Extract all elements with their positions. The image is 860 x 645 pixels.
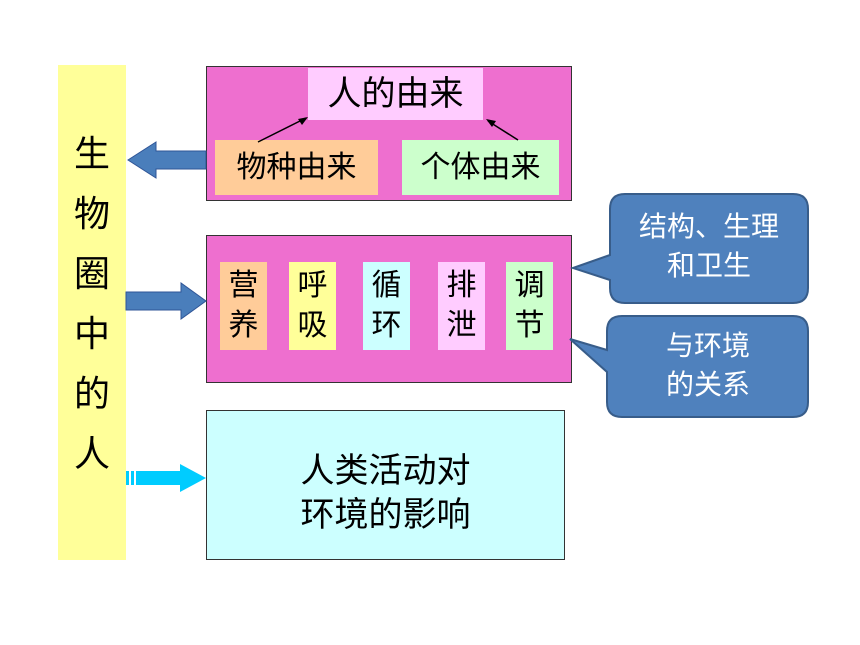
thin-arrow bbox=[486, 119, 519, 141]
system-char: 调 bbox=[514, 268, 545, 303]
impact-line: 人类活动对 bbox=[300, 451, 471, 491]
system-box-nutrition: 营 养 bbox=[220, 262, 267, 350]
system-char: 吸 bbox=[297, 308, 328, 343]
left-title-char: 圈 bbox=[73, 254, 110, 295]
system-char: 环 bbox=[371, 308, 402, 343]
left-title-bar: 生 物 圈 中 的 人 bbox=[58, 65, 126, 560]
callout-text: 与环境 bbox=[666, 329, 750, 362]
system-char: 循 bbox=[371, 268, 402, 303]
system-char: 排 bbox=[446, 268, 477, 303]
callout-text: 的关系 bbox=[666, 368, 750, 401]
system-char: 节 bbox=[514, 308, 545, 343]
system-char: 泄 bbox=[446, 308, 477, 343]
right-arrow bbox=[125, 282, 207, 320]
system-box-regulation: 调 节 bbox=[506, 262, 553, 350]
left-title-char: 的 bbox=[73, 374, 110, 415]
callout-structure: 结构、生理 和卫生 bbox=[569, 193, 809, 304]
system-char: 营 bbox=[228, 268, 259, 303]
callout-text: 和卫生 bbox=[667, 249, 751, 282]
species-origin-box: 物种由来 bbox=[215, 140, 378, 195]
system-box-respiration: 呼 吸 bbox=[289, 262, 336, 350]
left-title-char: 人 bbox=[73, 434, 110, 475]
system-char: 养 bbox=[228, 308, 259, 343]
system-char: 呼 bbox=[297, 268, 328, 303]
thin-arrow bbox=[257, 117, 308, 143]
impact-line: 环境的影响 bbox=[300, 495, 471, 535]
origin-title: 人的由来 bbox=[308, 68, 483, 120]
left-title-char: 中 bbox=[73, 314, 110, 355]
impact-panel: 人类活动对 环境的影响 bbox=[206, 410, 565, 560]
callout-environment: 与环境 的关系 bbox=[569, 315, 809, 418]
individual-origin-box: 个体由来 bbox=[402, 140, 559, 195]
left-title-char: 物 bbox=[73, 194, 110, 235]
left-title-char: 生 bbox=[73, 134, 110, 175]
system-box-excretion: 排 泄 bbox=[438, 262, 485, 350]
left-arrow bbox=[127, 141, 207, 179]
cyan-arrow bbox=[126, 464, 206, 492]
system-box-circulation: 循 环 bbox=[363, 262, 410, 350]
callout-text: 结构、生理 bbox=[639, 210, 779, 243]
